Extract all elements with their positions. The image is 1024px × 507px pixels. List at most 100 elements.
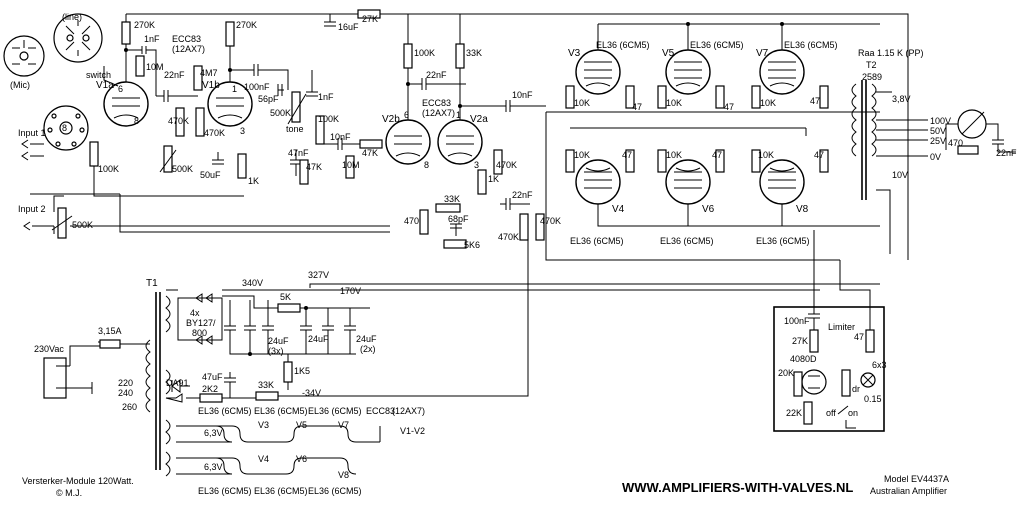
c56p: 56pF <box>258 94 279 104</box>
tap-100v: 100V <box>930 116 951 126</box>
v1v2-label: V1-V2 <box>400 426 425 436</box>
rectifier: 4x BY127/ 800 <box>177 293 223 345</box>
v7-label: V7 <box>756 48 769 59</box>
lamp-label: 6x3 <box>872 360 887 370</box>
svg-text:EL36 (6CM5): EL36 (6CM5) <box>308 486 362 496</box>
r500k-tone: 500K <box>270 108 291 118</box>
v6-type: EL36 (6CM5) <box>660 236 714 246</box>
ecc83-v1-label: ECC83 <box>172 34 201 44</box>
mains-label: 230Vac <box>34 344 64 354</box>
svg-text:470: 470 <box>948 138 963 148</box>
tube-v4: V4 EL36 (6CM5) <box>570 159 625 246</box>
ecc83-v2-sub: (12AX7) <box>422 108 455 118</box>
svg-text:ECC83: ECC83 <box>366 406 395 416</box>
v327-label: 327V <box>308 270 329 280</box>
r100k-c: 100K <box>414 48 435 58</box>
svg-text:(2x): (2x) <box>360 344 376 354</box>
junction-dots <box>124 22 784 356</box>
v2b-pin-6: 6 <box>404 110 409 120</box>
ldr-label: 4080D <box>790 354 817 364</box>
r27k: 27K <box>362 14 378 24</box>
input1-label: Input 1 <box>18 128 46 138</box>
v340-label: 340V <box>242 278 263 288</box>
dr-label: dr <box>852 384 860 394</box>
input2-jack: Input 2 500K <box>18 195 93 239</box>
tube-v7: V7 EL36 (6CM5) <box>756 40 838 95</box>
bias-supply: DA91 47uF 2K2 33K -34V <box>165 236 529 403</box>
svg-text:47: 47 <box>724 102 734 112</box>
c47n: 47nF <box>288 148 309 158</box>
c16u: 16uF <box>338 22 359 32</box>
svg-text:EL36 (6CM5): EL36 (6CM5) <box>308 406 362 416</box>
svg-text:24uF: 24uF <box>308 334 329 344</box>
r5k6: 5K6 <box>464 240 480 250</box>
svg-text:10K: 10K <box>574 98 590 108</box>
rect-label-3: 800 <box>192 328 207 338</box>
svg-text:47: 47 <box>814 150 824 160</box>
tap-50v: 50V <box>930 126 946 136</box>
svg-text:V5: V5 <box>296 420 307 430</box>
r500k-a: 500K <box>172 164 193 174</box>
v7-type: EL36 (6CM5) <box>784 40 838 50</box>
r470k-b: 470K <box>204 128 225 138</box>
r1k-b: 1K <box>488 174 499 184</box>
r1k-a: 1K <box>248 176 259 186</box>
svg-text:(12AX7): (12AX7) <box>392 406 425 416</box>
tube-v6: V6 EL36 (6CM5) <box>660 159 715 246</box>
octal-socket: 8 <box>43 105 89 151</box>
c22n-c: 22nF <box>512 190 533 200</box>
svg-text:1K5: 1K5 <box>294 366 310 376</box>
model-name: Australian Amplifier <box>870 486 947 496</box>
r470k-e: 470K <box>540 216 561 226</box>
svg-text:47: 47 <box>622 150 632 160</box>
c1n-a: 1nF <box>144 34 160 44</box>
svg-text:EL36 (6CM5): EL36 (6CM5) <box>254 406 308 416</box>
c100n-a: 100nF <box>244 82 270 92</box>
ecc83-v1-sub: (12AX7) <box>172 44 205 54</box>
r470k-d: 470K <box>498 232 519 242</box>
da91-label: DA91 <box>166 378 189 388</box>
svg-text:10K: 10K <box>760 98 776 108</box>
svg-text:27K: 27K <box>792 336 808 346</box>
input1-jack: Input 1 <box>18 128 46 161</box>
r470-a: 470 <box>404 216 419 226</box>
svg-text:100nF: 100nF <box>784 316 810 326</box>
output-resistors: 10K 47 10K 47 10K 47 10K 47 10K 47 10K 4… <box>565 85 829 173</box>
model-number: Model EV4437A <box>884 474 949 484</box>
v1a-pin-8: 8 <box>134 116 139 126</box>
v3-label: V3 <box>568 48 581 59</box>
c10n-a: 10nF <box>330 132 351 142</box>
svg-text:47uF: 47uF <box>202 372 223 382</box>
b-plus-rail <box>126 13 909 260</box>
credit-author: © M.J. <box>56 488 82 498</box>
filter-caps: 24uF (3x) 24uF 24uF (2x) <box>224 300 377 356</box>
v5-label: V5 <box>662 48 675 59</box>
svg-text:24uF: 24uF <box>268 336 289 346</box>
v8-type: EL36 (6CM5) <box>756 236 810 246</box>
c1n-b: 1nF <box>318 92 334 102</box>
v1a-pin-6: 6 <box>118 84 123 94</box>
v2a-pin-1: 1 <box>456 110 461 120</box>
transformer-t2: Raa 1.15 K (PP) T2 2589 3,8V 100V 50V 25… <box>851 48 951 200</box>
r10m-b: 10M <box>342 160 360 170</box>
switch-off: off <box>826 408 836 418</box>
tap-10v: 10V <box>892 170 908 180</box>
v3-type: EL36 (6CM5) <box>596 40 650 50</box>
v2b-pin-8: 8 <box>424 160 429 170</box>
mains-input: 230Vac 3,15A <box>34 326 150 399</box>
svg-text:24uF: 24uF <box>356 334 377 344</box>
tube-v8: V8 EL36 (6CM5) <box>756 159 810 246</box>
svg-text:47: 47 <box>632 102 642 112</box>
svg-text:EL36 (6CM5): EL36 (6CM5) <box>198 486 252 496</box>
r4m7: 4M7 <box>200 68 218 78</box>
v1b-pin-1: 1 <box>232 84 237 94</box>
svg-text:5K: 5K <box>280 292 291 302</box>
ecc83-v2-label: ECC83 <box>422 98 451 108</box>
r470k-a: 470K <box>168 116 189 126</box>
svg-text:10K: 10K <box>666 150 682 160</box>
r100k-b: 100K <box>318 114 339 124</box>
tube-v2a: V2a 1 3 <box>437 110 488 170</box>
r470k-c: 470K <box>496 160 517 170</box>
tube-v1a: V1a 6 8 <box>96 80 149 127</box>
input2-pot-value: 500K <box>72 220 93 230</box>
